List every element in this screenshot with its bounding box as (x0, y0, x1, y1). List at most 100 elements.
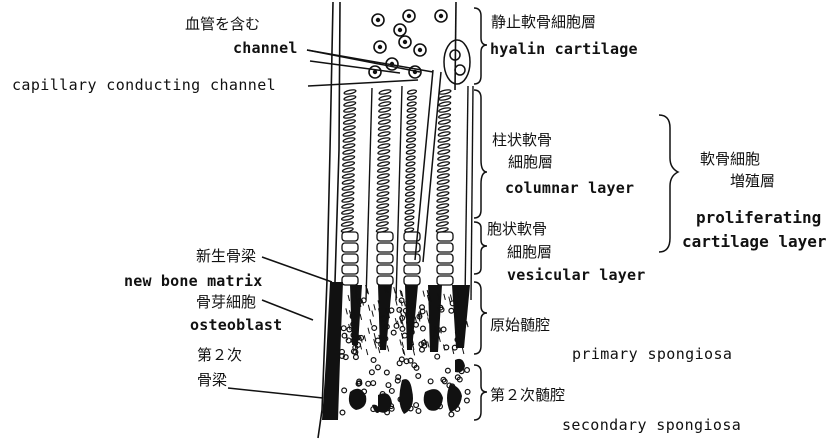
columnar-jp-label-2: 細胞層 (508, 155, 553, 170)
trabecula-hatch (368, 305, 370, 311)
channel-en-label: channel (233, 41, 298, 56)
columnar-cell (342, 197, 354, 203)
osteoblast-cell (341, 326, 346, 331)
columnar-cell (379, 101, 391, 107)
columnar-cell (378, 119, 390, 125)
columnar-cell (436, 209, 448, 215)
vesicular-cell (437, 254, 453, 263)
columnar-cell (439, 101, 451, 107)
osteoblast-cell (445, 368, 450, 373)
trabecula-hatch (374, 333, 376, 339)
osteoblast-cell (386, 383, 391, 388)
proliferating-jp-label-2: 増殖層 (730, 174, 775, 189)
columnar-cell (377, 191, 389, 197)
vesicular-cell (404, 276, 420, 285)
osteoblast-en-label: osteoblast (190, 318, 282, 333)
secondary-spongiosa-en-label: secondary spongiosa (562, 418, 741, 433)
columnar-cell (437, 179, 449, 185)
columnar-cell (437, 155, 449, 161)
secondary-trabecula-blob (424, 389, 443, 411)
trabecula-hatch (394, 287, 396, 293)
trabecula-hatch (402, 342, 404, 348)
columnar-cell (343, 107, 355, 113)
trabecula-hatch (462, 348, 464, 354)
columnar-cell (437, 197, 449, 203)
secondary-trabecula-jp-label-2: 骨梁 (197, 373, 227, 388)
vesicular-cell (342, 254, 358, 263)
trabecula-hatch (428, 342, 430, 348)
osteoblast-cell (400, 327, 405, 332)
trabecula-hatch (400, 339, 402, 345)
columnar-cell (341, 209, 353, 215)
vesicular-cell (404, 243, 420, 252)
columnar-cell (379, 95, 391, 101)
osteoblast-cell (465, 398, 470, 403)
trabecula-hatch (378, 347, 380, 353)
primary-spongiosa-jp-label: 原始髄腔 (490, 318, 550, 333)
columnar-cell (405, 221, 415, 226)
vesicular-cell (377, 232, 393, 241)
columnar-cell (436, 203, 448, 209)
columnar-cell (378, 137, 390, 143)
columnar-cell (406, 131, 416, 136)
new-bone-jp-label: 新生骨梁 (196, 249, 256, 264)
columnar-cell (438, 143, 450, 149)
columnar-cell (378, 131, 390, 137)
columnar-cell (437, 167, 449, 173)
vesicular-jp-label-1: 胞状軟骨 (487, 222, 547, 237)
columnar-cell (436, 221, 448, 227)
osteoblast-cell (402, 333, 407, 338)
vesicular-cell (377, 265, 393, 274)
osteoblast-cell (444, 345, 449, 350)
secondary-trabecula-blob (349, 389, 366, 410)
columnar-cell (343, 113, 355, 119)
columnar-cell (378, 107, 390, 113)
columnar-cell (342, 191, 354, 197)
vesicular-cell (437, 265, 453, 274)
columnar-cell (376, 215, 388, 221)
proliferating-en-label-2: cartilage layer (682, 234, 827, 250)
osteoblast-cell (416, 409, 421, 414)
columnar-cell (405, 185, 415, 190)
osteoblast-cell (421, 326, 426, 331)
osteoblast-cell (416, 374, 421, 379)
vesicular-cell (377, 243, 393, 252)
vesicular-cell (437, 276, 453, 285)
trabecula-hatch (415, 317, 417, 323)
trabecula-hatch (346, 308, 348, 314)
osteoblast-cell (397, 361, 402, 366)
columnar-cell (379, 89, 391, 95)
capillary-channel-label: capillary conducting channel (12, 78, 276, 93)
columnar-cell (377, 185, 389, 191)
columnar-cell (378, 113, 390, 119)
columnar-cell (405, 197, 415, 202)
osteoblast-cell (414, 322, 419, 327)
columnar-cell (378, 149, 390, 155)
columnar-cell (407, 119, 417, 124)
spongiosa-region (322, 282, 470, 420)
columnar-cell (378, 143, 390, 149)
columnar-cell (439, 95, 451, 101)
columnar-cell (343, 149, 355, 155)
columnar-cell (438, 149, 450, 155)
columnar-cell (438, 137, 450, 143)
vesicular-cell (404, 265, 420, 274)
columnar-cell (377, 179, 389, 185)
osteoblast-jp-label: 骨芽細胞 (196, 295, 256, 310)
osteoblast-cell (384, 370, 389, 375)
secondary-spongiosa-jp-label: 第２次髄腔 (490, 388, 565, 403)
columnar-cell (343, 137, 355, 143)
columnar-cell (406, 149, 416, 154)
trabecula-hatch (444, 294, 446, 300)
osteoblast-cell (435, 354, 440, 359)
vesicular-cell (342, 243, 358, 252)
columnar-cell (437, 161, 449, 167)
vesicular-cell (437, 232, 453, 241)
columnar-cell (405, 191, 415, 196)
columnar-cell (376, 203, 388, 209)
vesicular-jp-label-2: 細胞層 (507, 245, 552, 260)
trabecula-hatch (372, 311, 374, 317)
columnar-cell (406, 137, 416, 142)
channel-jp-label: 血管を含む (185, 17, 260, 32)
columnar-cell (438, 119, 450, 125)
